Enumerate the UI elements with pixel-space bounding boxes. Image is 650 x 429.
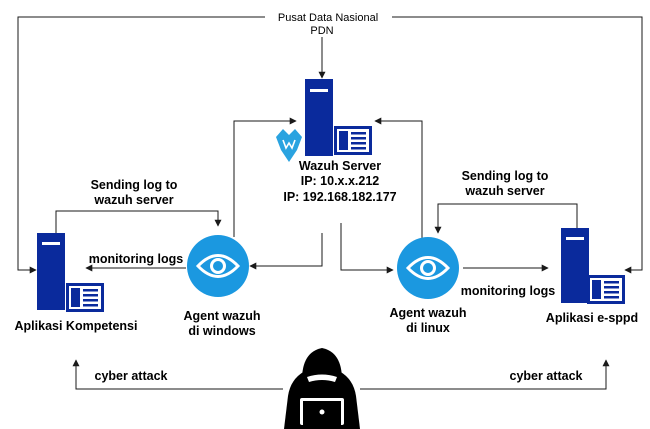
agent-windows-eye-icon: [187, 235, 249, 297]
pdn-label-line2: PDN: [310, 25, 333, 37]
right-sending-line1: Sending log to: [462, 169, 549, 183]
server-name: Wazuh Server: [299, 159, 381, 173]
server-to-agent-windows-arrow: [249, 233, 323, 270]
right-sending-arrow: [434, 203, 578, 234]
left-attack-arrow: [72, 359, 283, 390]
left-monitoring-label: monitoring logs: [89, 252, 183, 266]
hacker-icon: [284, 348, 360, 429]
right-app-server-icon: [561, 228, 625, 304]
right-attack-arrow: [360, 359, 610, 390]
agent-windows-line1: Agent wazuh: [183, 309, 260, 323]
pdn-link-left: [17, 16, 265, 274]
agent-windows-to-server-arrow: [233, 117, 297, 237]
server-to-agent-linux-arrow: [340, 223, 394, 274]
server-ip-2: IP: 192.168.182.177: [283, 190, 396, 204]
pdn-link-right: [392, 16, 643, 274]
server-ip-1: IP: 10.x.x.212: [301, 174, 380, 188]
left-sending-line1: Sending log to: [91, 178, 178, 192]
left-app-server-icon: [37, 233, 104, 312]
left-sending-arrow: [55, 210, 222, 233]
right-app-label: Aplikasi e-sppd: [546, 311, 638, 325]
agent-linux-line1: Agent wazuh: [389, 306, 466, 320]
pdn-label-line1: Pusat Data Nasional: [278, 12, 378, 24]
agent-linux-to-server-arrow: [374, 117, 423, 238]
agent-linux-eye-icon: [397, 237, 459, 299]
left-sending-line2: wazuh server: [93, 193, 173, 207]
right-sending-line2: wazuh server: [464, 184, 544, 198]
wazuh-logo: [276, 129, 302, 162]
left-app-label: Aplikasi Kompetensi: [15, 319, 138, 333]
server-icon: [305, 79, 372, 156]
left-attack-label: cyber attack: [95, 369, 168, 383]
right-attack-label: cyber attack: [510, 369, 583, 383]
agent-windows-line2: di windows: [188, 324, 255, 338]
right-monitoring-label: monitoring logs: [461, 284, 555, 298]
agent-linux-line2: di linux: [406, 321, 450, 335]
